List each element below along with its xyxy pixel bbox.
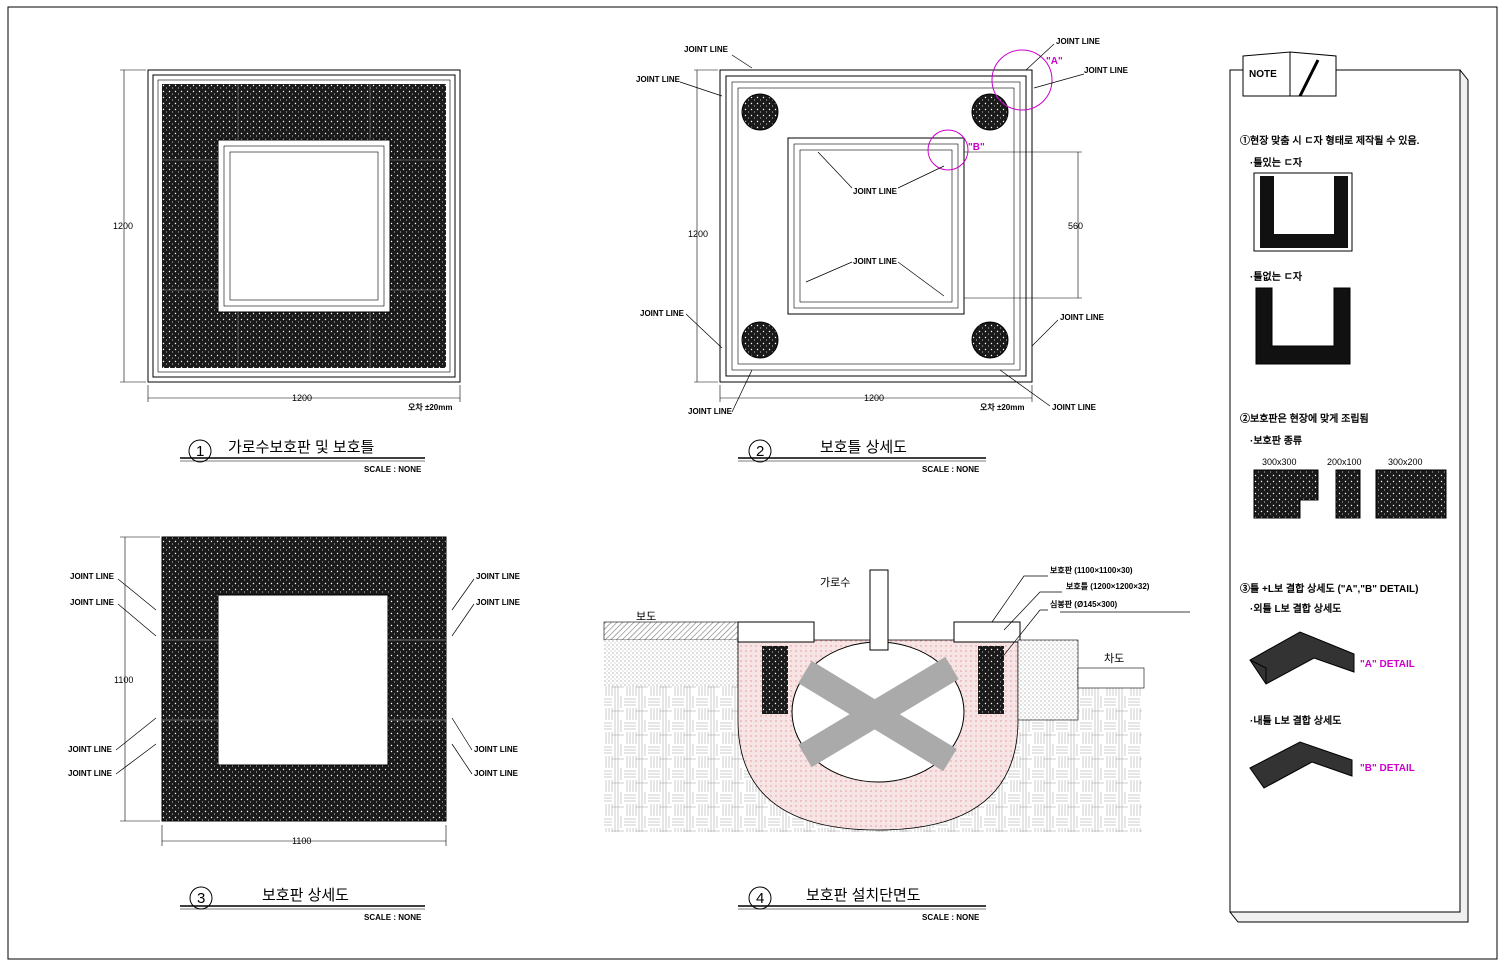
drawing-1-tolerance: 오차 ±20mm xyxy=(408,402,452,412)
drawing-1-number: 1 xyxy=(196,443,204,460)
drawing-2-frame-detail: 1200 1200 560 오차 ±20mm "A" "B" JOINT LIN… xyxy=(636,37,1129,416)
d3-joint-line-4: JOINT LINE xyxy=(68,769,113,778)
d2-joint-line-10: JOINT LINE xyxy=(1052,403,1097,412)
note-item-3b: ·내틀 L보 결합 상세도 xyxy=(1250,714,1341,727)
note-header: NOTE xyxy=(1249,69,1277,80)
d2-joint-line-4: JOINT LINE xyxy=(1084,66,1129,75)
frame-spec-label: 보호틀 (1200×1200×32) xyxy=(1066,581,1150,591)
drawing-1-dim-height: 1200 xyxy=(113,221,133,231)
d3-joint-line-7: JOINT LINE xyxy=(474,745,519,754)
note-item-2a: ·보호판 종류 xyxy=(1250,434,1302,447)
note-item-3: ③틀 +L보 결합 상세도 ("A","B" DETAIL) xyxy=(1240,582,1418,595)
u-shape-with-frame xyxy=(1253,172,1353,252)
drawing-1-plan: 1200 1200 오차 ±20mm xyxy=(113,69,461,412)
drawing-4-title-block: 4 보호판 설치단면도 SCALE : NONE xyxy=(738,886,986,922)
note-item-1a: ·틀있는 ㄷ자 xyxy=(1250,156,1303,169)
drawing-1-dim-width: 1200 xyxy=(292,393,312,403)
drawing-4-scale: SCALE : NONE xyxy=(922,913,980,922)
drawing-1-title: 가로수보호판 및 보호틀 xyxy=(228,439,374,456)
drawing-2-dim-height: 1200 xyxy=(688,229,708,239)
note-item-2: ②보호판은 현장에 맞게 조립됨 xyxy=(1240,412,1369,425)
d2-joint-line-5: JOINT LINE xyxy=(853,187,898,196)
drawing-3-title: 보호판 상세도 xyxy=(262,887,349,904)
note-item-1b: ·틀없는 ㄷ자 xyxy=(1250,270,1303,283)
d2-joint-line-9: JOINT LINE xyxy=(688,407,733,416)
drawing-3-plate-detail: 1100 1100 JOINT LINE JOINT LINE JOINT LI… xyxy=(68,536,521,846)
drawing-2-tolerance: 오차 ±20mm xyxy=(980,402,1024,412)
u-shape-without-frame xyxy=(1255,287,1351,365)
d3-joint-line-8: JOINT LINE xyxy=(474,769,519,778)
drawing-2-number: 2 xyxy=(756,443,764,460)
drawing-2-dim-inner: 560 xyxy=(1068,221,1083,231)
callout-b-label: "B" xyxy=(968,142,985,153)
drawing-3-number: 3 xyxy=(197,890,205,907)
drawing-4-title: 보호판 설치단면도 xyxy=(806,887,921,904)
drawing-1-scale: SCALE : NONE xyxy=(364,465,422,474)
d3-joint-line-1: JOINT LINE xyxy=(70,572,115,581)
detail-b-label: "B" DETAIL xyxy=(1360,763,1415,774)
d2-joint-line-7: JOINT LINE xyxy=(640,309,685,318)
drawing-3-dim-height: 1100 xyxy=(114,675,133,685)
detail-a-label: "A" DETAIL xyxy=(1360,659,1415,670)
drawing-2-scale: SCALE : NONE xyxy=(922,465,980,474)
drawing-2-title-block: 2 보호틀 상세도 SCALE : NONE xyxy=(738,439,986,474)
anchor-spec-label: 심봉판 (Ø145×300) xyxy=(1050,599,1118,609)
plate-spec-label: 보호판 (1100×1100×30) xyxy=(1050,565,1133,575)
d2-joint-line-8: JOINT LINE xyxy=(1060,313,1105,322)
drawing-4-number: 4 xyxy=(756,890,764,907)
d2-joint-line-1: JOINT LINE xyxy=(684,45,729,54)
sidewalk-label: 보도 xyxy=(636,610,656,623)
plate-size-3: 300x200 xyxy=(1388,457,1423,467)
plate-size-2: 200x100 xyxy=(1327,457,1362,467)
d3-joint-line-5: JOINT LINE xyxy=(476,572,521,581)
drawing-2-dim-width: 1200 xyxy=(864,393,884,403)
d3-joint-line-3: JOINT LINE xyxy=(68,745,113,754)
d3-joint-line-2: JOINT LINE xyxy=(70,598,115,607)
drawing-3-dim-width: 1100 xyxy=(292,836,311,846)
d2-joint-line-6: JOINT LINE xyxy=(853,257,898,266)
d3-joint-line-6: JOINT LINE xyxy=(476,598,521,607)
d2-joint-line-2: JOINT LINE xyxy=(636,75,681,84)
drawing-2-title: 보호틀 상세도 xyxy=(820,439,907,456)
note-item-3a: ·외틀 L보 결합 상세도 xyxy=(1250,602,1341,615)
d2-joint-line-3: JOINT LINE xyxy=(1056,37,1101,46)
detail-a-illustration xyxy=(1249,631,1355,685)
note-panel: NOTE ①현장 맞춤 시 ㄷ자 형태로 제작될 수 있음. ·틀있는 ㄷ자 ·… xyxy=(1229,51,1469,923)
drawing-3-scale: SCALE : NONE xyxy=(364,913,422,922)
detail-b-illustration xyxy=(1249,741,1353,789)
drawing-4-section: 보도 가로수 차도 보호판 (1100×1100×30) 보호틀 (1200×1… xyxy=(603,565,1190,832)
note-item-1: ①현장 맞춤 시 ㄷ자 형태로 제작될 수 있음. xyxy=(1240,134,1420,147)
sheet-border xyxy=(7,6,1498,960)
roadway-label: 차도 xyxy=(1104,652,1124,665)
plate-size-1: 300x300 xyxy=(1262,457,1297,467)
drawing-3-title-block: 3 보호판 상세도 SCALE : NONE xyxy=(180,886,425,922)
drawing-1-title-block: 1 가로수보호판 및 보호틀 SCALE : NONE xyxy=(180,439,425,474)
callout-a-label: "A" xyxy=(1046,56,1063,67)
tree-label: 가로수 xyxy=(820,576,850,589)
